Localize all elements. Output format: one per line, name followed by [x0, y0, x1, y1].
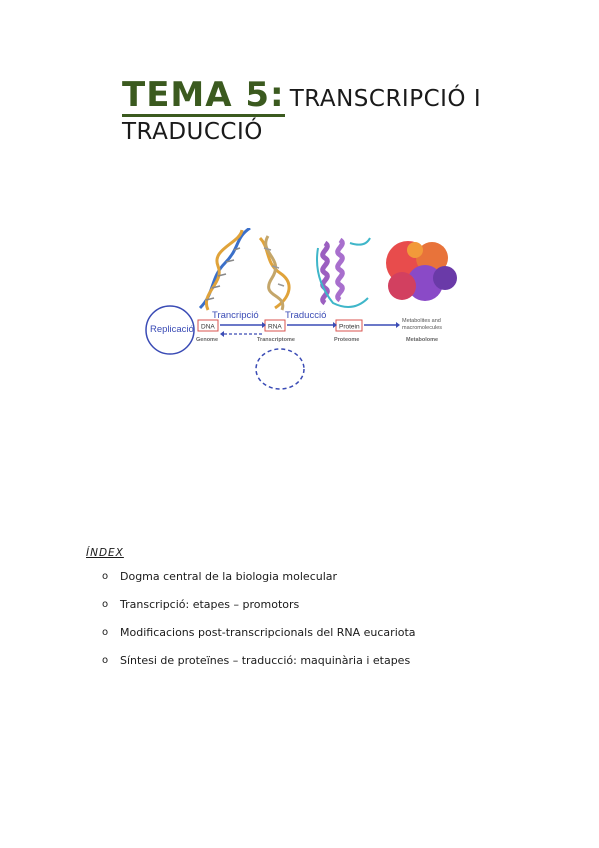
translation-label: Traducció: [285, 310, 326, 321]
protein-box-label: Protein: [339, 324, 360, 331]
metabolome-image: [386, 241, 457, 301]
metabolome-label: Metabolome: [406, 337, 438, 343]
index-item-text: Transcripció: etapes – promotors: [120, 598, 300, 611]
protein-structure-image: [316, 237, 371, 308]
index-item-text: Modificacions post-transcripcionals del …: [120, 626, 416, 639]
central-dogma-figure: Replicació Trancripció Traducció DNA RNA…: [145, 228, 457, 390]
metabolites-label-2: macromolecules: [402, 325, 442, 331]
list-item: o Transcripció: etapes – promotors: [102, 598, 416, 626]
index-list: o Dogma central de la biologia molecular…: [102, 570, 416, 682]
title-rest: TRANSCRIPCIÓ I: [289, 86, 482, 112]
index-item-text: Síntesi de proteïnes – traducció: maquin…: [120, 654, 411, 667]
rna-dashed-cycle: [255, 348, 305, 390]
list-item: o Dogma central de la biologia molecular: [102, 570, 416, 598]
replication-label: Replicació: [150, 324, 194, 335]
transcriptome-label: Transcriptome: [257, 337, 295, 343]
list-item: o Modificacions post-transcripcionals de…: [102, 626, 416, 654]
rna-box-label: RNA: [268, 324, 282, 331]
dna-box-label: DNA: [201, 324, 215, 331]
bullet-icon: o: [102, 627, 109, 638]
list-item: o Síntesi de proteïnes – traducció: maqu…: [102, 654, 416, 682]
bullet-icon: o: [102, 571, 109, 582]
index-heading: ÍNDEX: [86, 547, 124, 559]
replication-arrow: [145, 305, 195, 355]
dna-box: [197, 319, 219, 332]
genome-label: Genome: [196, 337, 218, 343]
title-line2: TRADUCCIÓ: [122, 119, 263, 145]
title-prefix: TEMA 5:: [122, 75, 285, 117]
proteome-label: Proteome: [334, 337, 359, 343]
dna-helix-image: [198, 228, 251, 311]
metabolites-label-1: Metabolites and: [402, 318, 441, 324]
bullet-icon: o: [102, 655, 109, 666]
index-item-text: Dogma central de la biologia molecular: [120, 570, 338, 583]
rna-helix-image: [258, 235, 291, 311]
bullet-icon: o: [102, 599, 109, 610]
title-block: TEMA 5: TRANSCRIPCIÓ I TRADUCCIÓ: [122, 76, 542, 145]
transcription-label: Trancripció: [212, 310, 259, 321]
